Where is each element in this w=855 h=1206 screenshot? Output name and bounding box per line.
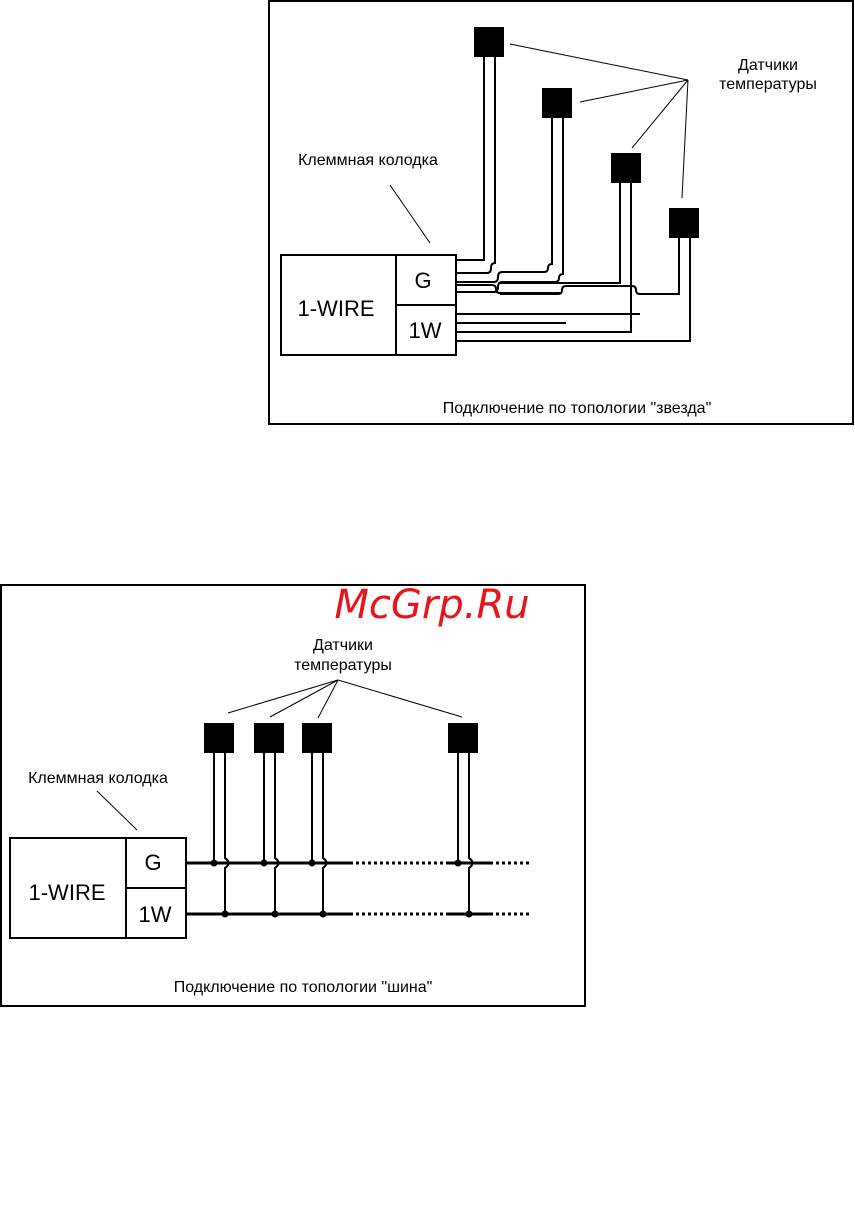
bus-sensor-3 — [302, 723, 332, 753]
watermark-logo: McGrp.Ru — [334, 582, 529, 628]
star-controller-label: 1-WIRE — [298, 296, 375, 321]
star-wires — [457, 57, 690, 341]
bus-junction-dots — [211, 860, 473, 918]
bus-sensor-1 — [204, 723, 234, 753]
bus-sensors-pointers — [228, 680, 462, 718]
bus-sensor-drops — [214, 753, 473, 914]
bus-caption: Подключение по топологии "шина" — [174, 979, 433, 996]
bus-lines — [186, 863, 530, 914]
bus-terminal-block-label: Клеммная колодка — [28, 770, 168, 787]
star-sensor-1 — [474, 27, 504, 57]
bus-diagram: McGrp.Ru 1-WIRE G 1W Клеммная колодка Да… — [1, 582, 585, 1006]
star-sensors-label-line1: Датчики — [738, 57, 798, 74]
star-sensor-3 — [611, 153, 641, 183]
star-terminal-block-label: Клеммная колодка — [298, 152, 438, 169]
bus-sensor-4 — [448, 723, 478, 753]
bus-terminal-1w: 1W — [139, 902, 172, 927]
star-diagram: 1-WIRE G 1W Клеммная колодка Датчики тем… — [269, 1, 853, 424]
star-terminal-g: G — [414, 268, 431, 293]
star-sensors-pointers — [510, 44, 688, 198]
bus-sensors-label-line2: температуры — [294, 657, 392, 674]
bus-controller-label: 1-WIRE — [29, 880, 106, 905]
bus-diagram-frame — [1, 585, 585, 1006]
star-sensor-2 — [542, 88, 572, 118]
bus-sensor-2 — [254, 723, 284, 753]
bus-sensors-label-line1: Датчики — [313, 637, 373, 654]
star-terminal-block-pointer — [390, 185, 430, 243]
star-sensor-4 — [669, 208, 699, 238]
star-sensors-label-line2: температуры — [719, 76, 817, 93]
star-caption: Подключение по топологии "звезда" — [443, 400, 712, 417]
bus-terminal-g: G — [144, 850, 161, 875]
bus-terminal-block-pointer — [97, 791, 137, 830]
star-terminal-1w: 1W — [409, 318, 442, 343]
